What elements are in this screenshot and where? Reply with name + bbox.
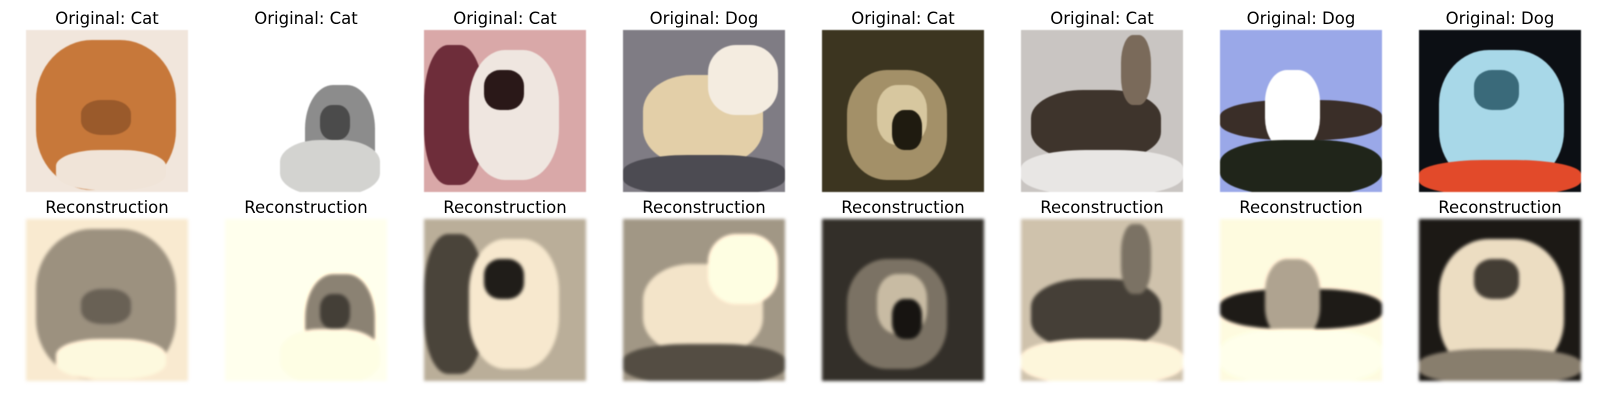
image-region [1419,160,1581,192]
reconstruction-image-8 [1419,219,1581,381]
image-region [1021,339,1183,381]
original-title-2: Original: Cat [254,9,358,28]
image-region [1220,329,1382,381]
original-title-3: Original: Cat [453,9,557,28]
reconstruction-title-1: Reconstruction [45,198,169,217]
original-title-8: Original: Dog [1445,9,1555,28]
image-region [623,344,785,381]
reconstruction-image-3 [424,219,586,381]
image-region [280,140,380,192]
image-region [1474,259,1519,299]
image-region [708,45,778,115]
image-region [320,294,350,329]
reconstruction-title-2: Reconstruction [244,198,368,217]
original-image-3 [424,30,586,192]
original-image-1 [26,30,188,192]
original-title-6: Original: Cat [1050,9,1154,28]
image-region [892,299,922,339]
original-image-8 [1419,30,1581,192]
image-region [1419,349,1581,381]
original-image-6 [1021,30,1183,192]
reconstruction-image-4 [623,219,785,381]
reconstruction-image-6 [1021,219,1183,381]
original-title-7: Original: Dog [1246,9,1356,28]
reconstruction-image-5 [822,219,984,381]
image-region [623,155,785,192]
reconstruction-title-8: Reconstruction [1438,198,1562,217]
image-region [1121,224,1151,294]
image-region [1021,150,1183,192]
image-region [484,259,524,299]
image-region [81,100,131,135]
image-region [56,339,166,379]
image-region [484,70,524,110]
image-region [81,289,131,324]
image-region [1474,70,1519,110]
reconstruction-title-3: Reconstruction [443,198,567,217]
reconstruction-title-7: Reconstruction [1239,198,1363,217]
original-title-4: Original: Dog [649,9,759,28]
reconstruction-image-2 [225,219,387,381]
original-image-4 [623,30,785,192]
image-region [1220,140,1382,192]
image-region [469,50,559,180]
image-region [56,150,166,190]
reconstruction-title-6: Reconstruction [1040,198,1164,217]
image-region [1121,35,1151,105]
reconstruction-title-5: Reconstruction [841,198,965,217]
original-image-2 [225,30,387,192]
image-region [320,105,350,140]
original-image-7 [1220,30,1382,192]
image-region [892,110,922,150]
original-image-5 [822,30,984,192]
image-region [708,234,778,304]
reconstruction-image-1 [26,219,188,381]
image-region [1265,70,1320,150]
image-region [469,239,559,369]
reconstruction-title-4: Reconstruction [642,198,766,217]
image-region [1265,259,1320,339]
original-title-5: Original: Cat [851,9,955,28]
reconstruction-image-7 [1220,219,1382,381]
original-title-1: Original: Cat [55,9,159,28]
image-region [280,329,380,381]
